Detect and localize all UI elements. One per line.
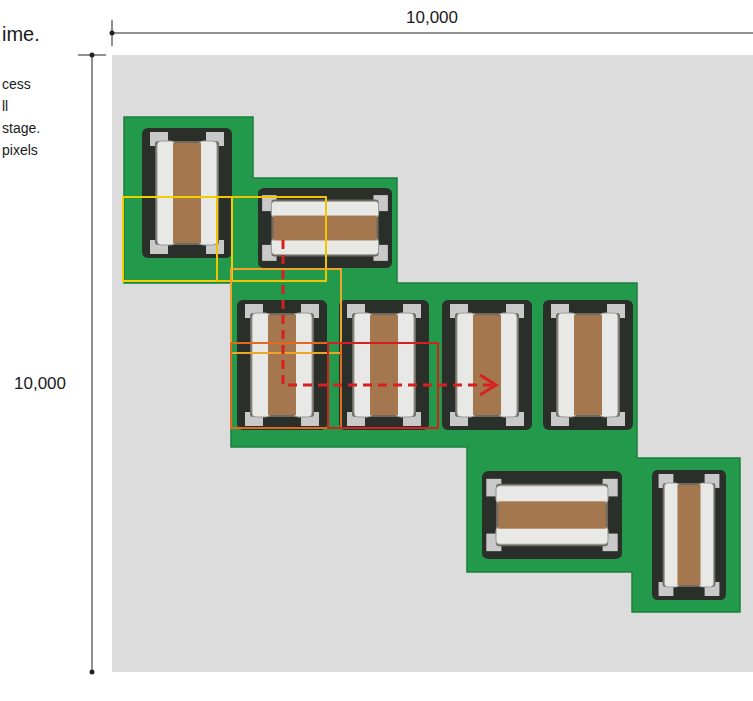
scan-frame [123,197,232,281]
capacitor [543,300,633,430]
stage-area [112,55,753,672]
dimension-label: 10,000 [406,8,458,28]
dimension-line [92,55,93,672]
dimension-label: 10,000 [14,374,66,394]
arrow-head [480,375,496,395]
circuit-board [124,117,740,612]
dimension-dot [90,670,95,675]
scan-frame [231,269,341,353]
note-text: stage. [2,120,40,137]
capacitor [142,128,232,258]
dimension-dot [110,31,115,36]
note-text: ll [2,98,8,115]
capacitor [339,300,429,430]
scan-path [283,240,494,385]
note-text: ime. [2,22,40,46]
capacitor [482,471,622,559]
dimension-dot [90,53,95,58]
note-text: pixels [2,142,38,159]
capacitor [652,470,726,600]
dimension-line [112,33,753,34]
note-text: cess [2,76,31,93]
capacitor [442,300,532,430]
